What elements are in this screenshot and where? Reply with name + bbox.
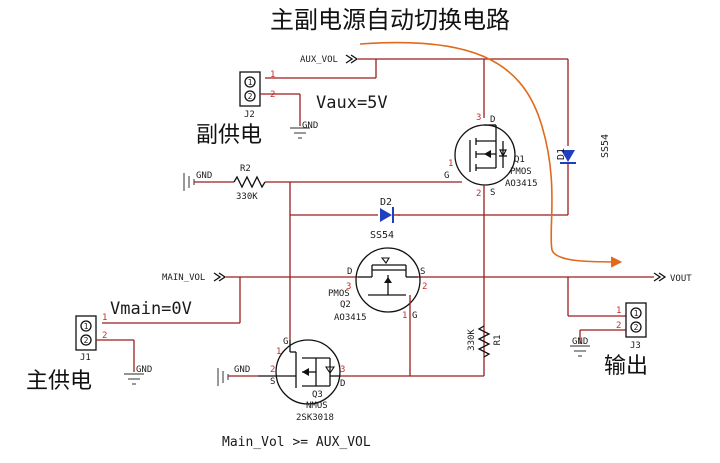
main-vol-label: MAIN_VOL bbox=[162, 273, 205, 283]
svg-text:2: 2 bbox=[422, 282, 427, 292]
connector-j2: 1 2 J2 1 2 bbox=[239, 70, 301, 126]
gnd-j3-icon: GND bbox=[570, 337, 590, 357]
svg-text:GND: GND bbox=[234, 365, 250, 375]
main-port-icon bbox=[213, 272, 227, 282]
q3-type: NMOS bbox=[306, 401, 328, 411]
q1-part: AO3415 bbox=[505, 179, 538, 189]
vaux-annotation: Vaux=5V bbox=[316, 93, 388, 113]
svg-text:1: 1 bbox=[84, 322, 89, 331]
svg-text:S: S bbox=[420, 267, 425, 277]
q1-pmos: D 3 S 2 G 1 Q1 PMOS AO3415 bbox=[444, 59, 538, 376]
d2-value: SS54 bbox=[370, 230, 394, 241]
svg-text:G: G bbox=[444, 171, 449, 181]
main-supply-label: 主供电 bbox=[26, 369, 92, 394]
j2-ref: J2 bbox=[244, 110, 255, 120]
svg-text:2: 2 bbox=[616, 321, 621, 331]
svg-text:2: 2 bbox=[270, 90, 275, 100]
q1-type: PMOS bbox=[510, 167, 532, 177]
svg-text:1: 1 bbox=[248, 78, 253, 87]
svg-text:GND: GND bbox=[136, 365, 152, 375]
vmain-annotation: Vmain=0V bbox=[110, 299, 192, 319]
main-vol-net: MAIN_VOL VOUT bbox=[102, 272, 692, 324]
svg-text:2: 2 bbox=[476, 189, 481, 199]
aux-vol-label: AUX_VOL bbox=[300, 55, 338, 65]
r2-ref: R2 bbox=[240, 164, 251, 174]
d1-ref: D1 bbox=[556, 148, 567, 160]
svg-text:1: 1 bbox=[634, 309, 639, 318]
r1-resistor: 330K R1 bbox=[467, 325, 503, 358]
svg-text:2: 2 bbox=[634, 323, 639, 332]
svg-text:1: 1 bbox=[102, 313, 107, 323]
q2-part: AO3415 bbox=[334, 313, 367, 323]
svg-text:3: 3 bbox=[340, 365, 345, 375]
svg-text:1: 1 bbox=[616, 306, 621, 316]
q2-ref: Q2 bbox=[340, 300, 351, 310]
aux-vol-net: AUX_VOL bbox=[265, 54, 568, 79]
svg-text:2: 2 bbox=[102, 331, 107, 341]
d2-diode: D2 SS54 bbox=[290, 197, 400, 241]
d1-value: SS54 bbox=[600, 134, 611, 158]
svg-text:GND: GND bbox=[572, 337, 588, 347]
svg-text:D: D bbox=[347, 267, 352, 277]
j1-ref: J1 bbox=[80, 353, 91, 363]
svg-text:S: S bbox=[270, 377, 275, 387]
q2-pmos: D 3 S 2 G 1 PMOS Q2 AO3415 bbox=[328, 247, 427, 376]
vout-label: VOUT bbox=[670, 274, 692, 284]
page-title: 主副电源自动切换电路 bbox=[270, 6, 510, 34]
condition-annotation: Main_Vol >= AUX_VOL bbox=[222, 435, 371, 450]
svg-text:1: 1 bbox=[448, 159, 453, 169]
q3-ref: Q3 bbox=[312, 390, 323, 400]
svg-text:1: 1 bbox=[402, 311, 407, 321]
gnd-q3-icon: GND bbox=[217, 365, 258, 386]
d2-ref: D2 bbox=[380, 197, 392, 208]
current-flow-arrow bbox=[359, 41, 623, 268]
gnd-j1-icon: GND bbox=[124, 365, 152, 385]
svg-text:S: S bbox=[490, 188, 495, 198]
svg-text:GND: GND bbox=[196, 171, 212, 181]
aux-port-icon bbox=[345, 54, 359, 64]
svg-text:1: 1 bbox=[276, 347, 281, 357]
connector-j3: 1 2 1 2 J3 bbox=[567, 277, 647, 351]
svg-text:2: 2 bbox=[84, 336, 89, 345]
r1-value: 330K bbox=[467, 329, 477, 351]
q1-ref: Q1 bbox=[514, 155, 525, 165]
svg-text:2: 2 bbox=[248, 92, 253, 101]
svg-text:GND: GND bbox=[302, 121, 318, 131]
output-label: 输出 bbox=[604, 354, 648, 379]
r2-value: 330K bbox=[236, 192, 258, 202]
q2-type: PMOS bbox=[328, 289, 350, 299]
aux-supply-label: 副供电 bbox=[196, 123, 262, 148]
svg-text:3: 3 bbox=[476, 113, 481, 123]
svg-text:G: G bbox=[283, 337, 288, 347]
svg-text:G: G bbox=[412, 311, 417, 321]
connector-j1: 1 2 J1 1 2 bbox=[75, 313, 135, 372]
j3-ref: J3 bbox=[630, 341, 641, 351]
svg-text:1: 1 bbox=[270, 70, 275, 80]
q3-part: 2SK3018 bbox=[296, 413, 334, 423]
d1-diode: D1 SS54 bbox=[398, 59, 611, 216]
svg-text:D: D bbox=[490, 115, 495, 125]
vout-port-icon bbox=[653, 272, 667, 282]
gnd-j2-icon: GND bbox=[290, 121, 318, 139]
svg-text:2: 2 bbox=[270, 365, 275, 375]
r1-ref: R1 bbox=[493, 335, 503, 346]
svg-text:3: 3 bbox=[346, 282, 351, 292]
r2-resistor: GND R2 330K bbox=[183, 164, 462, 202]
svg-text:D: D bbox=[340, 379, 345, 389]
q3-nmos: G 1 S 2 D 3 Q3 NMOS 2SK3018 bbox=[258, 337, 345, 423]
